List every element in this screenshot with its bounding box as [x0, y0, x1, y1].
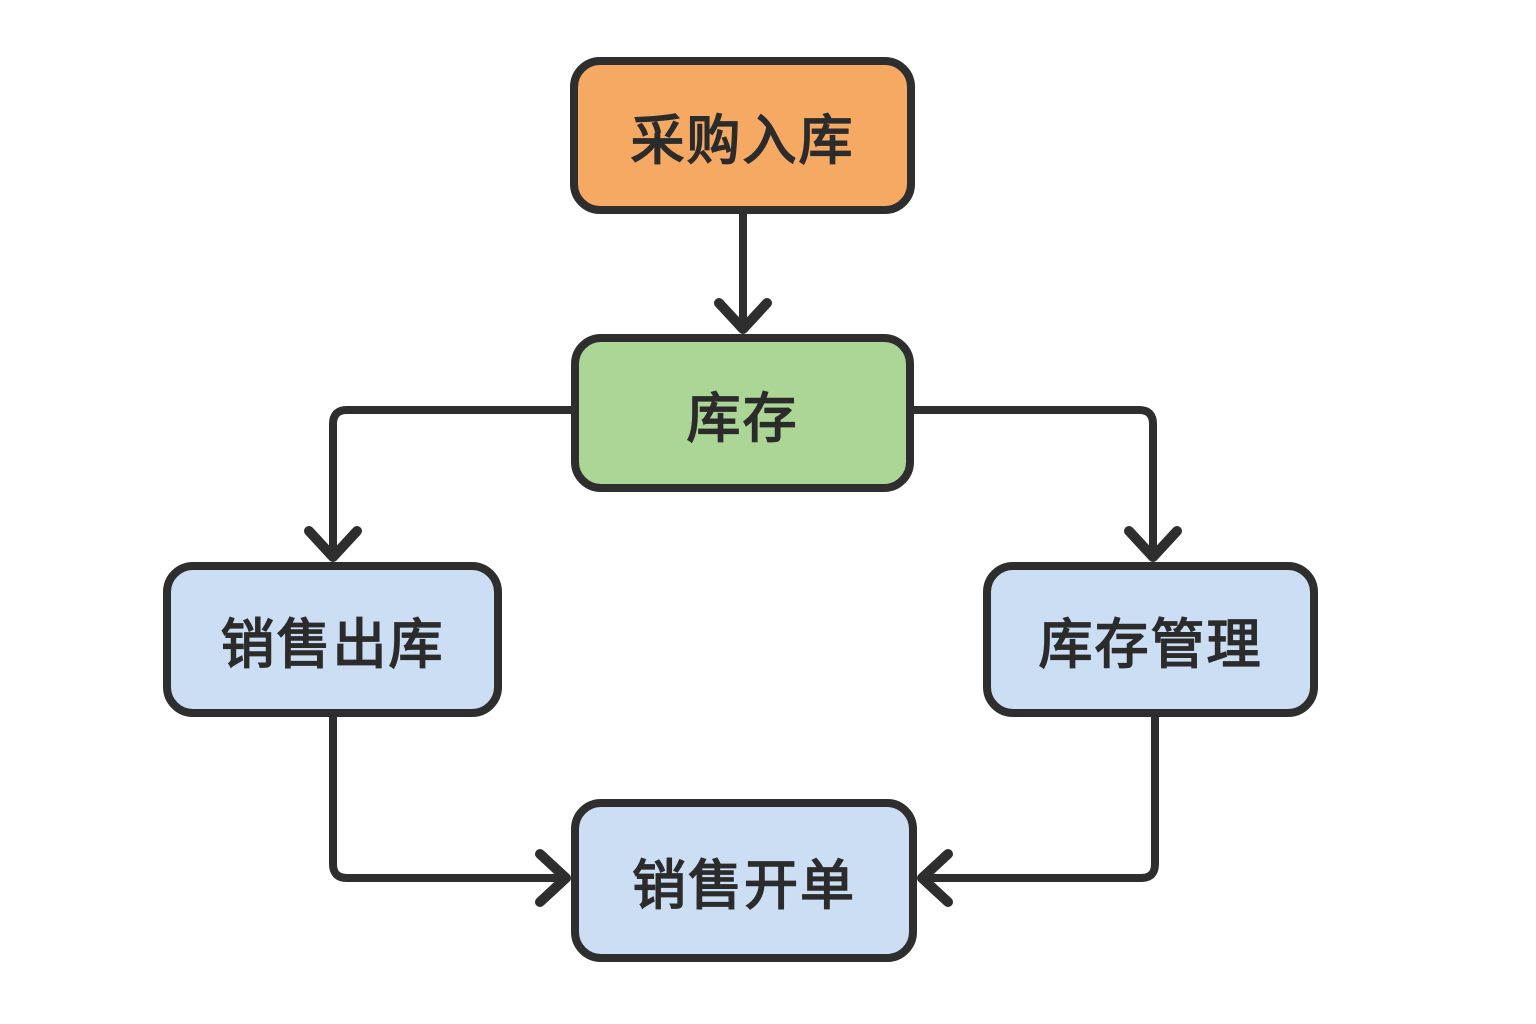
arrowhead-right-icon: [535, 849, 571, 907]
arrowhead-down-icon: [714, 298, 772, 334]
arrowhead-down-icon: [1124, 526, 1182, 562]
node-sales-billing: 销售开单: [571, 799, 917, 962]
node-purchase-inbound: 采购入库: [570, 57, 915, 214]
edge-inventory-to-sales-outbound: [304, 406, 576, 562]
node-label: 库存管理: [1038, 615, 1263, 675]
node-inventory: 库存: [571, 334, 914, 492]
node-label: 销售出库: [220, 615, 445, 675]
node-inventory-management: 库存管理: [983, 562, 1318, 717]
node-label: 销售开单: [632, 856, 856, 916]
edge-sales-outbound-to-sales-billing: [329, 713, 571, 907]
node-label: 库存: [686, 388, 799, 449]
node-sales-outbound: 销售出库: [163, 562, 502, 717]
node-label: 采购入库: [630, 111, 855, 171]
arrowhead-left-icon: [917, 849, 953, 907]
arrowhead-down-icon: [304, 526, 362, 562]
edge-inventory-management-to-sales-billing: [917, 713, 1159, 907]
edge-inventory-to-inventory-management: [909, 406, 1182, 562]
edge-purchase-to-inventory: [714, 209, 772, 334]
